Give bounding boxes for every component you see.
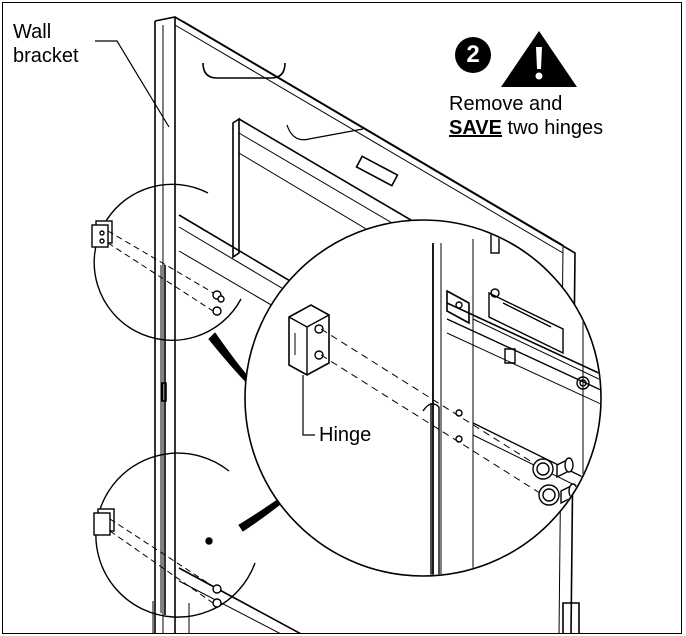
screw-upper [532,457,574,480]
step-number-badge: 2 [455,37,491,73]
warning-line1: Remove and [449,93,563,115]
zoom-circle-large [244,219,602,577]
zoom-circle-bottom-left [93,452,256,618]
save-emphasis: SAVE [449,117,502,139]
zoom-circle-top-left [91,183,242,341]
warning-triangle-icon [501,31,577,87]
zoom-detail [288,232,600,575]
wall-bracket-label-line1: Wall [13,21,52,43]
wall-bracket-leader [95,40,170,128]
warning-line2: SAVE two hinges [449,117,603,139]
assembly-illustration [91,16,602,633]
warning-line2-rest: two hinges [501,117,604,139]
wall-bracket-label-line2: bracket [13,45,79,67]
hinge-label: Hinge [319,424,372,446]
